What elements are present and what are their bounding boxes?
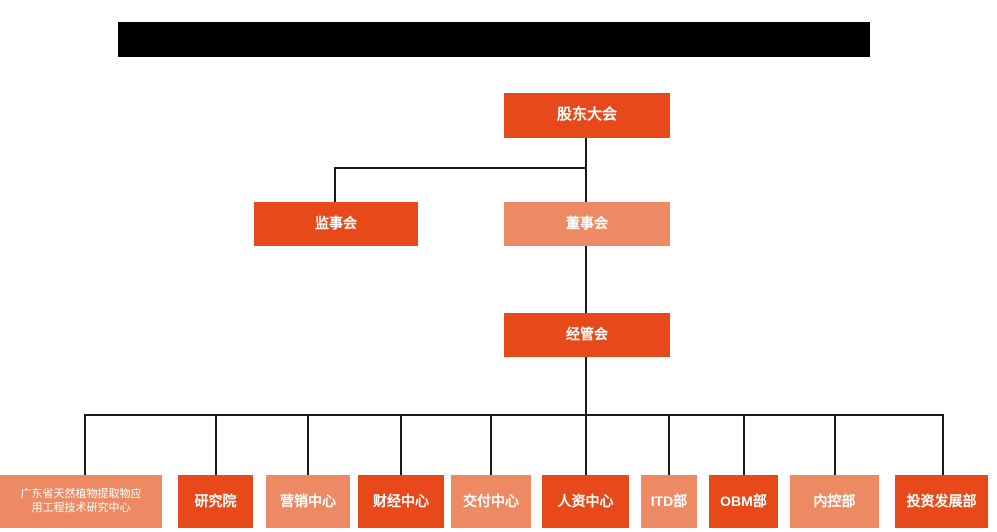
connector-drop-directors — [585, 167, 587, 203]
connector-level2-bus — [334, 167, 587, 169]
node-board-of-directors[interactable]: 董事会 — [504, 202, 670, 246]
node-dept-internal-control[interactable]: 内控部 — [790, 475, 879, 528]
connector-drop-research-center — [84, 414, 86, 475]
connector-drop-hr — [585, 414, 587, 475]
connector-drop-marketing — [307, 414, 309, 475]
node-shareholders-meeting[interactable]: 股东大会 — [504, 93, 670, 138]
node-dept-delivery-center[interactable]: 交付中心 — [451, 475, 531, 528]
connector-drop-institute — [215, 414, 217, 475]
connector-directors-to-management — [585, 246, 587, 313]
node-dept-obm[interactable]: OBM部 — [709, 475, 778, 528]
node-dept-hr-center[interactable]: 人资中心 — [542, 475, 629, 528]
connector-shareholders-down — [585, 138, 587, 169]
connector-drop-delivery — [490, 414, 492, 475]
node-management-committee[interactable]: 经管会 — [504, 313, 670, 357]
node-dept-investment-development[interactable]: 投资发展部 — [895, 475, 988, 528]
connector-departments-bus — [84, 414, 944, 416]
redacted-title-bar — [118, 22, 870, 57]
node-board-of-supervisors[interactable]: 监事会 — [254, 202, 418, 246]
connector-drop-supervisors — [334, 167, 336, 203]
connector-drop-investment — [942, 414, 944, 475]
connector-drop-obm — [743, 414, 745, 475]
connector-drop-internal-control — [834, 414, 836, 475]
connector-drop-finance — [400, 414, 402, 475]
node-dept-natural-plant-extract-research-center[interactable]: 广东省天然植物提取物应 用工程技术研究中心 — [0, 475, 162, 528]
node-dept-institute[interactable]: 研究院 — [178, 475, 253, 528]
node-dept-marketing-center[interactable]: 营销中心 — [266, 475, 350, 528]
connector-management-down — [585, 357, 587, 416]
connector-drop-itd — [668, 414, 670, 475]
node-dept-finance-center[interactable]: 财经中心 — [358, 475, 444, 528]
node-dept-itd[interactable]: ITD部 — [641, 475, 697, 528]
